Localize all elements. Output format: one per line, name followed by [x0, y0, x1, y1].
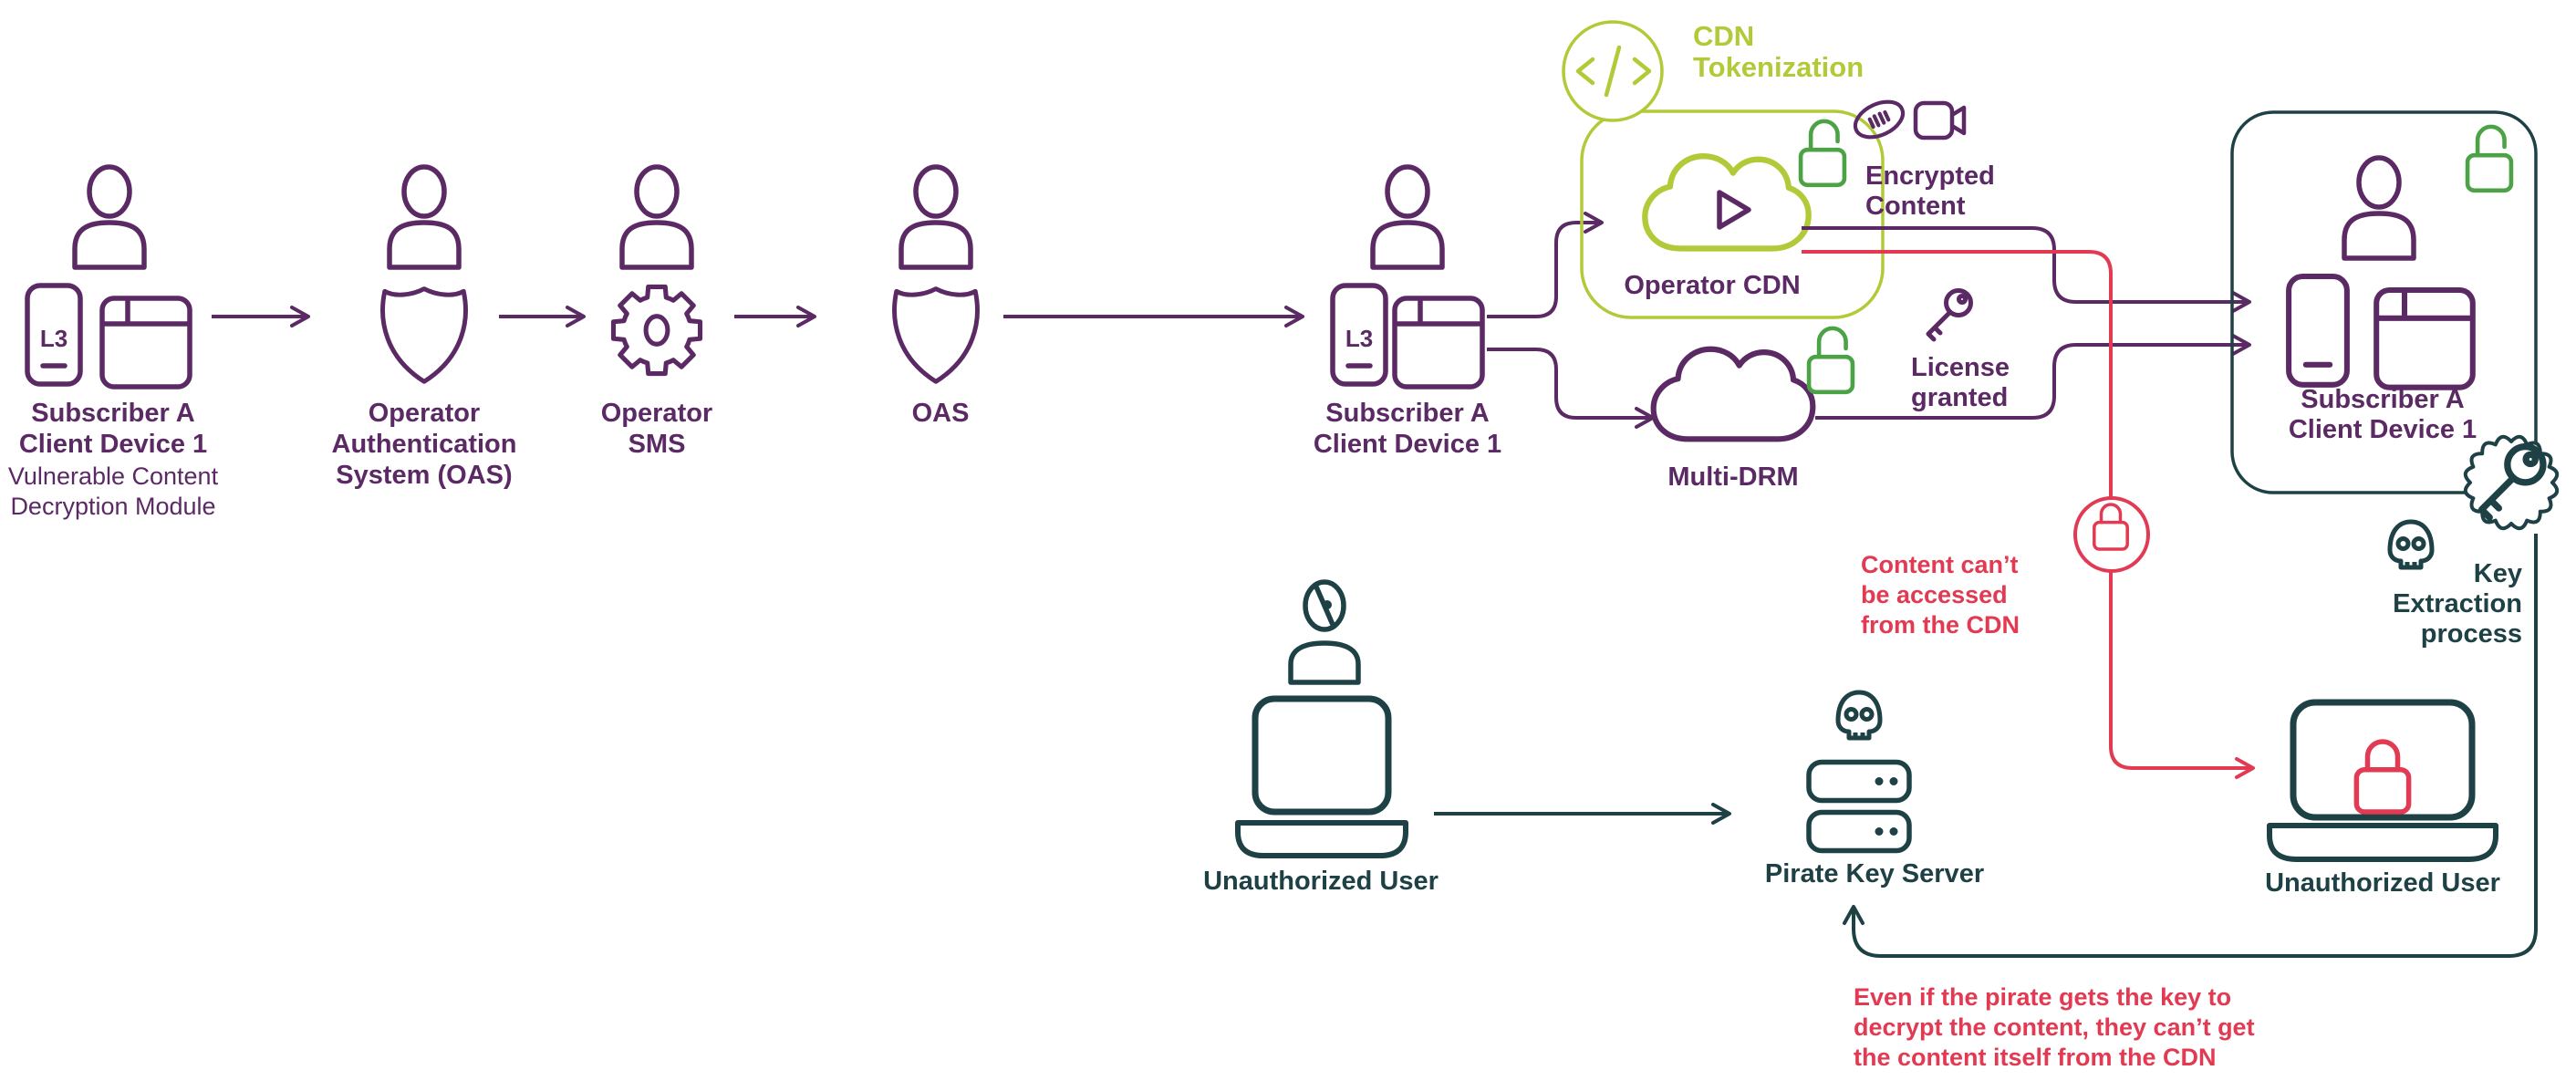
key-extraction-label: Extraction: [2393, 589, 2522, 618]
video-camera-icon: [1916, 103, 1964, 138]
key-icon: [1928, 291, 1971, 340]
node-subscriber-a-device-1-second: L3 Subscriber A Client Device 1: [1314, 167, 1501, 459]
person-icon: [622, 167, 691, 267]
laptop-icon: [1238, 699, 1406, 856]
person-icon: [75, 167, 144, 267]
laptop-screen: [2290, 699, 2476, 821]
key-extraction-group: Key Extraction process: [2390, 522, 2522, 649]
cdn-tokenization-box: [1580, 109, 1885, 319]
cdn-note-text: be accessed: [1861, 581, 2008, 608]
cdn-note-group: Content can’t be accessed from the CDN: [1861, 551, 2020, 639]
browser-icon: [2376, 290, 2473, 388]
license-granted-group: License granted: [1911, 291, 2010, 412]
operator-cdn-label: Operator CDN: [1624, 271, 1800, 300]
cdn-tokenization-label: CDN: [1693, 20, 1754, 52]
phone-drm-level-badge: L3: [40, 325, 68, 352]
cdn-note-text: from the CDN: [1861, 611, 2020, 639]
person-icon: [1373, 167, 1442, 267]
node-unauthorized-user-left: Unauthorized User: [1203, 582, 1439, 896]
browser-icon: [1395, 298, 1482, 387]
multi-drm-label: Multi-DRM: [1667, 462, 1798, 492]
node-label: Operator: [369, 399, 480, 428]
node-label: Client Device 1: [19, 430, 207, 459]
server-icon: [1809, 763, 1909, 801]
lock-circle: [2073, 496, 2150, 573]
node-label: Subscriber A: [1325, 399, 1489, 428]
pirate-key-server-label: Pirate Key Server: [1765, 859, 1984, 888]
bottom-note-text: the content itself from the CDN: [1854, 1044, 2217, 1071]
connector-device-to-cdn: [1487, 212, 1604, 318]
node-label: Subscriber A: [31, 399, 194, 428]
multi-drm-cloud-icon: [1654, 349, 1813, 440]
person-icon: [901, 167, 971, 267]
encrypted-content-label: Content: [1865, 192, 1966, 221]
license-granted-label: License: [1911, 353, 2010, 382]
node-label: SMS: [628, 430, 686, 459]
node-sublabel: Vulnerable Content: [8, 462, 219, 490]
football-icon: [1850, 95, 1908, 144]
encrypted-content-label: Encrypted: [1865, 161, 1995, 191]
unlocked-icon: [2467, 127, 2511, 191]
unauthorized-user-label: Unauthorized User: [1203, 867, 1439, 896]
node-label: Client Device 1: [1314, 430, 1501, 459]
node-pirate-key-server: Pirate Key Server: [1765, 692, 1984, 888]
cdn-tokenization-stamp: [1562, 20, 1664, 122]
node-unauthorized-user-right: Unauthorized User: [2265, 699, 2500, 898]
gear-icon: [613, 286, 700, 373]
unlocked-icon: [1801, 121, 1844, 185]
bottom-note-group: Even if the pirate gets the key to decry…: [1854, 983, 2255, 1071]
key-extraction-label: Key: [2474, 559, 2522, 588]
extracted-key-badge: [2463, 434, 2560, 531]
locked-icon: [2356, 742, 2408, 812]
node-label: Subscriber A: [2301, 385, 2464, 414]
person-icon: [2344, 158, 2414, 258]
node-operator-sms: Operator SMS: [601, 167, 712, 459]
node-label: System (OAS): [336, 461, 512, 490]
connector-extracted-key-to-pirate: [1843, 534, 2538, 958]
node-oas: OAS: [895, 167, 978, 428]
person-icon: [390, 167, 459, 267]
phone-icon: [2289, 276, 2347, 385]
shield-icon: [895, 289, 978, 382]
node-subscriber-a-device-1: L3 Subscriber A Client Device 1 Vulnerab…: [8, 167, 219, 520]
cdn-cloud-icon: [1645, 156, 1808, 248]
skull-icon: [1838, 692, 1880, 738]
browser-icon: [102, 298, 190, 387]
license-granted-label: granted: [1911, 383, 2008, 412]
node-label: Operator: [601, 399, 712, 428]
unlocked-icon: [1809, 328, 1853, 392]
phone-drm-level-badge: L3: [1345, 325, 1373, 352]
laptop-base: [2267, 823, 2498, 862]
operator-cdn-node: Operator CDN: [1624, 121, 1844, 300]
node-operator-authentication-system: Operator Authentication System (OAS): [332, 167, 517, 490]
bottom-note-text: Even if the pirate gets the key to: [1854, 983, 2231, 1011]
unauthorized-user-label: Unauthorized User: [2265, 868, 2500, 898]
node-right-subscriber: Subscriber A Client Device 1: [2289, 127, 2511, 444]
shield-icon: [383, 289, 466, 382]
connector-license-to-client: [1815, 334, 2251, 420]
node-label: Client Device 1: [2289, 415, 2477, 444]
connector-device-to-multidrm: [1487, 348, 1655, 429]
connector-cdn-to-client: [1802, 226, 2251, 313]
cdn-note-text: Content can’t: [1861, 551, 2019, 578]
cdn-tokenization-label: Tokenization: [1693, 51, 1864, 83]
multi-drm-node: Multi-DRM: [1654, 328, 1853, 492]
anonymous-person-icon: [1291, 582, 1358, 682]
node-label: Authentication: [332, 430, 517, 459]
right-client-box: [2230, 110, 2538, 494]
node-label: OAS: [912, 399, 970, 428]
connector-cdn-blocked-lower: [2109, 571, 2255, 779]
encrypted-content-group: Encrypted Content: [1850, 95, 1995, 221]
node-sublabel: Decryption Module: [10, 493, 215, 520]
bottom-note-text: decrypt the content, they can’t get: [1854, 1013, 2255, 1041]
skull-icon: [2390, 522, 2432, 567]
server-icon: [1809, 813, 1909, 851]
play-icon: [1719, 192, 1749, 227]
key-extraction-label: process: [2421, 619, 2522, 649]
blocked-lock-circle: [2073, 496, 2150, 573]
connector-cdn-blocked-upper: [1802, 250, 2113, 498]
